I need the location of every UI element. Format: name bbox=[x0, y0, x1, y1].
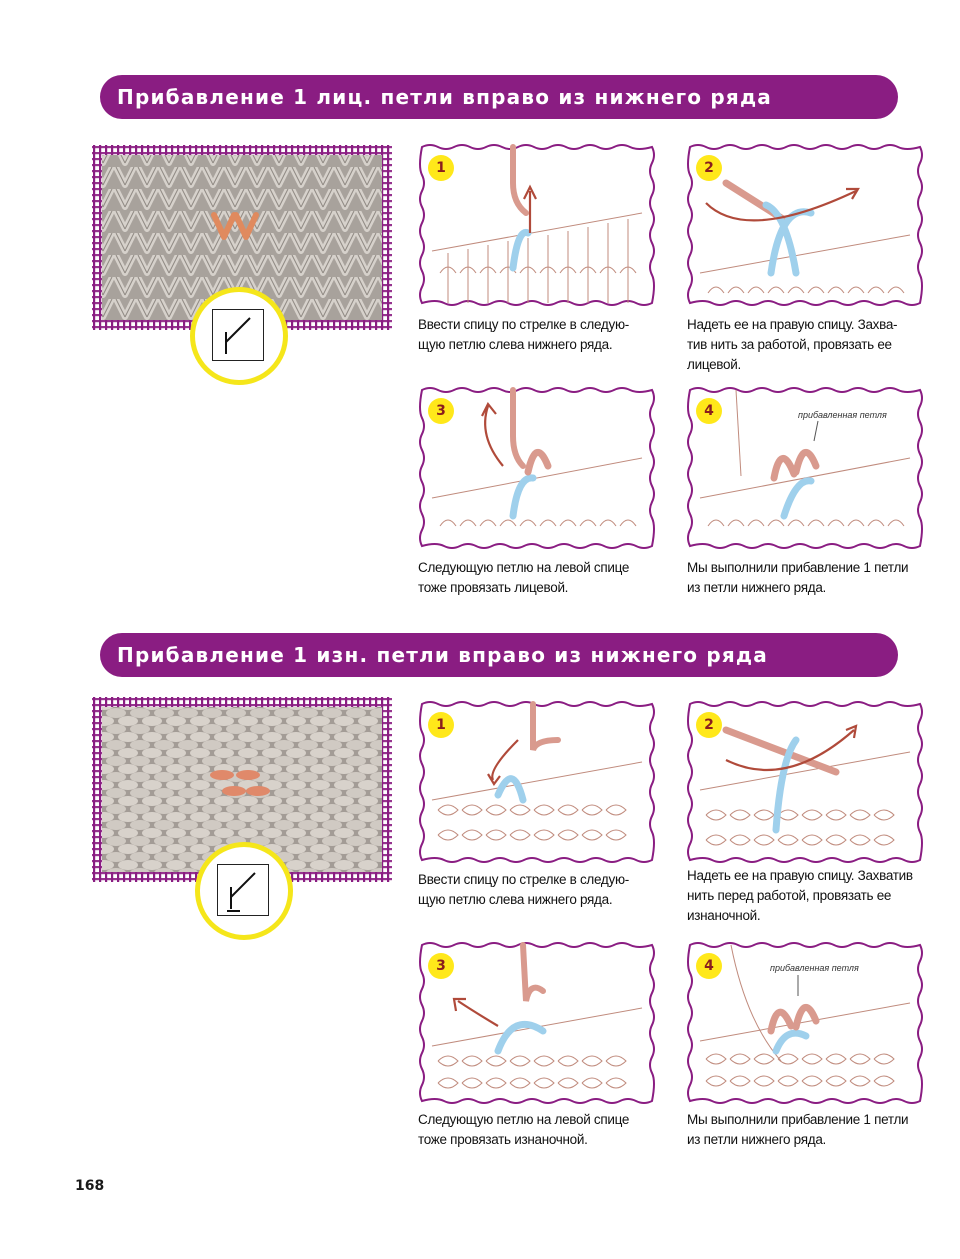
step-1-1: 1 bbox=[418, 143, 656, 307]
swatch-image-1 bbox=[92, 145, 392, 330]
step-1-3: 3 bbox=[418, 386, 656, 550]
step-1-4: 4 прибавленная петля bbox=[686, 386, 924, 550]
step-2-1: 1 bbox=[418, 700, 656, 864]
chart-symbol-2 bbox=[195, 842, 293, 940]
increase-symbol-icon bbox=[212, 309, 264, 361]
section-2-title: Прибавление 1 изн. петли вправо из нижне… bbox=[100, 633, 898, 677]
step-1-2: 2 bbox=[686, 143, 924, 307]
step-2-3: 3 bbox=[418, 941, 656, 1105]
page-number: 168 bbox=[75, 1178, 105, 1194]
step-2-2: 2 bbox=[686, 700, 924, 864]
step-caption: Мы выполнили прибавление 1 петли из петл… bbox=[687, 1112, 909, 1147]
step-number-badge: 1 bbox=[428, 155, 454, 181]
knit-swatch-photo-1 bbox=[92, 145, 392, 390]
section-1-title: Прибавление 1 лиц. петли вправо из нижне… bbox=[100, 75, 898, 119]
purl-increase-symbol-icon bbox=[217, 864, 269, 916]
step-number-badge: 2 bbox=[696, 712, 722, 738]
step-caption: Мы выполнили прибавление 1 петли из петл… bbox=[687, 560, 909, 595]
step-number-badge: 3 bbox=[428, 953, 454, 979]
step-number-badge: 4 bbox=[696, 953, 722, 979]
step-caption: Следующую петлю на левой спице тоже пров… bbox=[418, 560, 630, 595]
step-caption: Надеть ее на правую спицу. Захва- тив ни… bbox=[687, 317, 898, 372]
step-number-badge: 3 bbox=[428, 398, 454, 424]
step-caption: Ввести спицу по стрелке в следую- щую пе… bbox=[418, 317, 629, 352]
step-number-badge: 4 bbox=[696, 398, 722, 424]
added-stitch-note: прибавленная петля bbox=[770, 963, 859, 973]
step-number-badge: 1 bbox=[428, 712, 454, 738]
step-caption: Ввести спицу по стрелке в следую- щую пе… bbox=[418, 872, 629, 907]
step-caption: Следующую петлю на левой спице тоже пров… bbox=[418, 1112, 630, 1147]
chart-symbol-1 bbox=[190, 287, 288, 385]
step-2-4: 4 прибавленная петля bbox=[686, 941, 924, 1105]
added-stitch-note: прибавленная петля bbox=[798, 410, 887, 420]
step-caption: Надеть ее на правую спицу. Захватив нить… bbox=[687, 868, 913, 923]
knit-swatch-photo-2 bbox=[92, 697, 392, 942]
step-number-badge: 2 bbox=[696, 155, 722, 181]
